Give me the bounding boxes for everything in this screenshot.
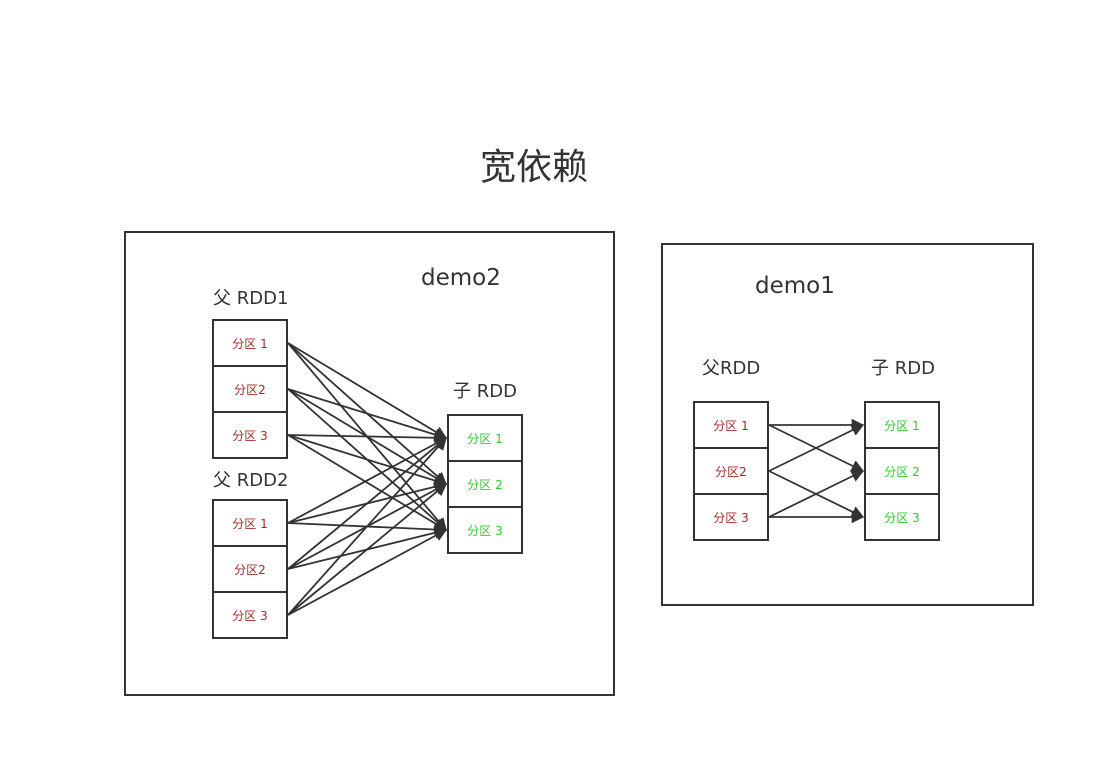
arrow-rdd2-p3-to-c1 — [287, 437, 447, 616]
arrow-rdd1-p3-to-c3 — [287, 434, 448, 531]
demo1-child-partition-3: 分区 3 — [864, 493, 940, 541]
demo1-child-partition-2: 分区 2 — [864, 447, 940, 495]
arrow-rdd1-p3-to-c2 — [287, 434, 448, 487]
demo1-frame — [661, 243, 1034, 606]
rdd1-partition-1: 分区 1 — [212, 319, 288, 367]
demo1-child-rdd-label: 子 RDD — [871, 358, 935, 379]
demo2-frame — [124, 231, 615, 696]
child-partition-2: 分区 2 — [447, 460, 523, 508]
demo1-parent-partition-3: 分区 3 — [693, 493, 769, 541]
parent-rdd2-label: 父 RDD2 — [213, 470, 289, 491]
demo1-parent-rdd-label: 父RDD — [702, 358, 761, 379]
arrow-rdd2-p3-to-c3 — [287, 529, 448, 616]
rdd2-partition-2: 分区2 — [212, 545, 288, 593]
rdd1-partition-2: 分区2 — [212, 365, 288, 413]
arrow-demo1-p3-to-c2 — [768, 470, 865, 518]
child-rdd-label: 子 RDD — [453, 381, 517, 402]
child-partition-3: 分区 3 — [447, 506, 523, 554]
arrow-rdd1-p2-to-c1 — [287, 388, 448, 441]
arrow-rdd1-p3-to-c1 — [287, 431, 448, 445]
demo1-label: demo1 — [755, 273, 835, 299]
arrow-rdd2-p3-to-c2 — [287, 483, 447, 616]
parent-rdd1-label: 父 RDD1 — [213, 288, 289, 309]
rdd2-partition-1: 分区 1 — [212, 499, 288, 547]
arrow-demo1-p2-to-c1 — [768, 424, 865, 472]
arrow-rdd2-p2-to-c1 — [287, 437, 447, 570]
diagram-title: 宽依赖 — [479, 147, 588, 188]
arrow-rdd1-p1-to-c1 — [287, 342, 448, 439]
demo1-child-partition-1: 分区 1 — [864, 401, 940, 449]
rdd2-partition-3: 分区 3 — [212, 591, 288, 639]
arrow-rdd2-p1-to-c1 — [287, 437, 448, 524]
rdd1-partition-3: 分区 3 — [212, 411, 288, 459]
demo2-label: demo2 — [421, 265, 501, 291]
